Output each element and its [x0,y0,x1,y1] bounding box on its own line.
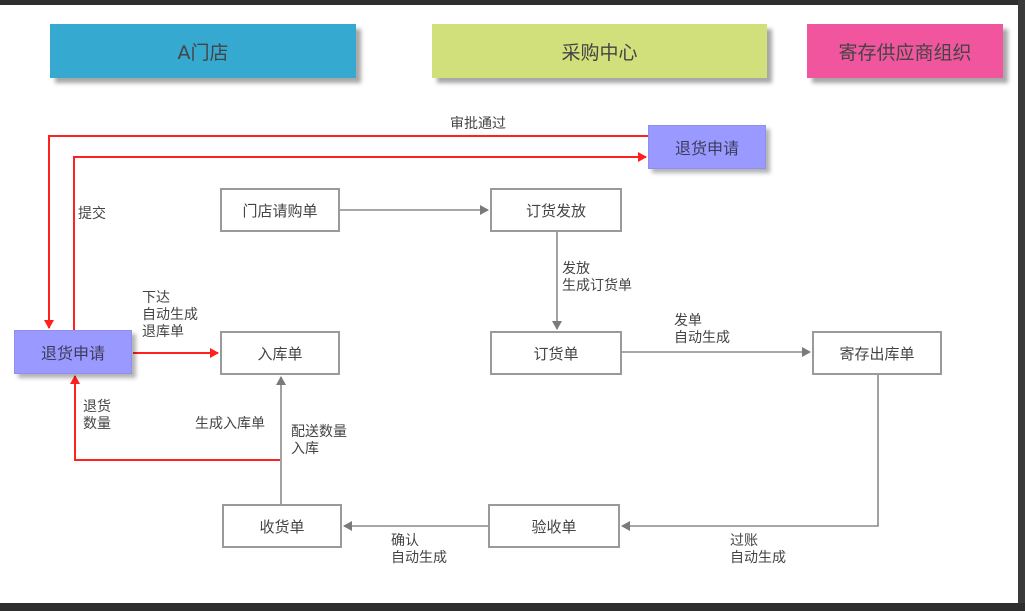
label-release-generate-order: 发放 生成订货单 [562,261,632,294]
edge-approved [44,135,648,329]
label-dispatch-auto: 发单 自动生成 [674,313,730,346]
node-order-release[interactable]: 订货发放 [490,188,622,232]
lane-header-purchase-center: 采购中心 [432,24,767,78]
edge-outbound-to-inspection [621,375,879,531]
edge-return-qty [70,375,280,461]
node-inspection-form[interactable]: 验收单 [488,504,620,548]
label-approved: 审批通过 [450,116,506,132]
label-submit: 提交 [78,206,106,222]
node-store-requisition[interactable]: 门店请购单 [220,188,340,232]
lane-header-store: A门店 [50,24,356,78]
node-consignment-outbound[interactable]: 寄存出库单 [812,331,942,375]
cropped-title-strip [0,0,1025,5]
label-confirm-auto: 确认 自动生成 [391,533,447,566]
label-issue-auto-return: 下达 自动生成 退库单 [142,290,198,340]
lane-header-consignment-supplier: 寄存供应商组织 [807,24,1003,78]
node-return-request-left[interactable]: 退货申请 [14,330,132,374]
node-return-request-top[interactable]: 退货申请 [648,125,766,169]
label-return-qty: 退货 数量 [83,399,111,432]
edge-submit [73,152,647,330]
node-receipt-form[interactable]: 收货单 [222,504,342,548]
window-right-edge [1018,0,1025,611]
label-posting-auto: 过账 自动生成 [730,533,786,566]
node-inbound-form[interactable]: 入库单 [220,331,340,375]
label-delivery-qty-inbound: 配送数量 入库 [291,424,347,457]
label-generate-inbound: 生成入库单 [195,416,265,432]
node-order-form[interactable]: 订货单 [490,331,622,375]
window-bottom-edge [0,603,1025,611]
